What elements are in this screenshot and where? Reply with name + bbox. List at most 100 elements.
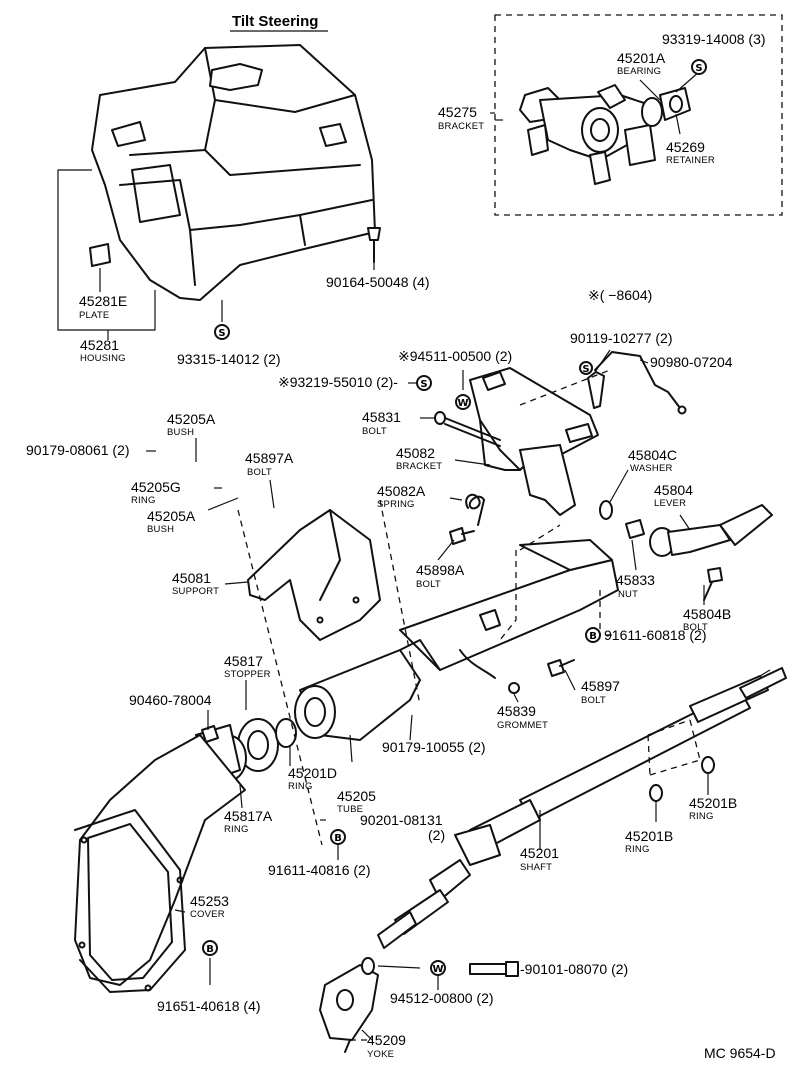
symbol-b-91651: B xyxy=(202,940,218,956)
label-45269-name: RETAINER xyxy=(666,155,715,166)
label-90460-num: 90460-78004 xyxy=(129,692,212,708)
label-45898a-name: BOLT xyxy=(416,579,441,590)
label-90179b-num: 90179-10055 (2) xyxy=(382,739,486,755)
svg-text:S: S xyxy=(420,379,427,390)
label-45833-num: 45833 xyxy=(616,572,655,588)
label-45205-name: TUBE xyxy=(337,804,363,815)
washer-45804c-drawing xyxy=(599,500,613,520)
label-45897-num: 45897 xyxy=(581,678,620,694)
label-45804b-num: 45804B xyxy=(683,606,731,622)
bracket-detail-box xyxy=(494,14,783,216)
svg-text:B: B xyxy=(206,944,214,955)
lever-drawing xyxy=(649,504,773,557)
nut-45833-drawing xyxy=(625,519,645,539)
label-45209-num: 45209 xyxy=(367,1032,406,1048)
symbol-s-90119: S xyxy=(579,361,593,375)
svg-text:B: B xyxy=(334,833,342,844)
circled-symbols: S S S W S B B B W xyxy=(202,59,707,976)
support-drawing xyxy=(247,509,381,641)
label-45281-num: 45281 xyxy=(80,337,119,353)
label-45281e-name: PLATE xyxy=(79,310,109,321)
label-45804-num: 45804 xyxy=(654,482,693,498)
label-90101-num: -90101-08070 (2) xyxy=(520,961,628,977)
label-45201-num: 45201 xyxy=(520,845,559,861)
label-45839-num: 45839 xyxy=(497,703,536,719)
label-45205g-name: RING xyxy=(131,495,156,506)
label-45839-name: GROMMET xyxy=(497,720,548,731)
label-45817a-name: RING xyxy=(224,824,249,835)
label-93315-num: 93315-14012 (2) xyxy=(177,351,281,367)
svg-text:S: S xyxy=(582,364,589,375)
symbol-b-91611-40816: B xyxy=(330,829,346,845)
label-45082-name: BRACKET xyxy=(396,461,442,472)
spring-drawing xyxy=(465,493,485,526)
svg-text:B: B xyxy=(589,631,597,642)
label-45201d-num: 45201D xyxy=(288,765,337,781)
label-45205a1-num: 45205A xyxy=(167,411,216,427)
svg-text:S: S xyxy=(695,63,702,74)
symbol-b-91611-60818: B xyxy=(585,627,601,643)
label-91651-num: 91651-40618 (4) xyxy=(157,998,261,1014)
screw-90164-drawing xyxy=(367,227,381,263)
label-45831-num: 45831 xyxy=(362,409,401,425)
label-90201-qty: (2) xyxy=(428,827,445,843)
shaft-drawing xyxy=(377,667,787,949)
label-45833-name: NUT xyxy=(618,589,638,600)
housing-drawing xyxy=(89,44,376,301)
label-45281e-num: 45281E xyxy=(79,293,127,309)
yoke-drawing xyxy=(319,957,379,1053)
label-45831-name: BOLT xyxy=(362,426,387,437)
part-labels: 45281E PLATE 45281 HOUSING 93315-14012 (… xyxy=(26,31,766,1060)
label-45081-num: 45081 xyxy=(172,570,211,586)
label-45201b2-name: RING xyxy=(625,844,650,855)
label-45209-name: YOKE xyxy=(367,1049,394,1060)
label-45253-num: 45253 xyxy=(190,893,229,909)
symbol-s-93315: S xyxy=(214,324,230,340)
assembly-dashed-lines xyxy=(237,369,701,1041)
label-94511-num: ※94511-00500 (2) xyxy=(398,348,512,364)
label-94512-num: 94512-00800 (2) xyxy=(390,990,494,1006)
label-91611b-num: 91611-40816 (2) xyxy=(268,862,370,878)
tilt-bracket-drawing xyxy=(469,351,687,516)
label-45897-name: BOLT xyxy=(581,695,606,706)
label-45898a-num: 45898A xyxy=(416,562,465,578)
label-90980-num: 90980-07204 xyxy=(650,354,733,370)
column-tube-drawing xyxy=(294,539,619,741)
label-45804c-name: WASHER xyxy=(630,463,673,474)
label-45804c-num: 45804C xyxy=(628,447,677,463)
label-45804b-name: BOLT xyxy=(683,622,708,633)
bolt-45804b-drawing xyxy=(703,567,723,601)
label-45201-name: SHAFT xyxy=(520,862,552,873)
label-45082-num: 45082 xyxy=(396,445,435,461)
label-45275-num: 45275 xyxy=(438,104,477,120)
label-45205a2-num: 45205A xyxy=(147,508,196,524)
label-45205a1-name: BUSH xyxy=(167,427,194,438)
label-45205a2-name: BUSH xyxy=(147,524,174,535)
bolt-45831-drawing xyxy=(434,411,501,447)
label-45281-name: HOUSING xyxy=(80,353,126,364)
label-45897a-num: 45897A xyxy=(245,450,294,466)
label-91611a-num: 91611-60818 (2) xyxy=(604,627,706,643)
label-45253-name: COVER xyxy=(190,909,225,920)
label-90164-num: 90164-50048 (4) xyxy=(326,274,430,290)
label-45201b1-num: 45201B xyxy=(689,795,737,811)
label-45205-num: 45205 xyxy=(337,788,376,804)
leader-lines xyxy=(146,112,709,1041)
label-45081-name: SUPPORT xyxy=(172,586,219,597)
label-45817a-num: 45817A xyxy=(224,808,273,824)
label-90179a-num: 90179-08061 (2) xyxy=(26,442,130,458)
drawing-code: MC 9654-D xyxy=(704,1045,776,1061)
label-45082a-num: 45082A xyxy=(377,483,426,499)
plate-drawing xyxy=(89,243,111,267)
label-45201d-name: RING xyxy=(288,781,313,792)
symbol-w-94511: W xyxy=(455,394,471,410)
label-90119-num: 90119-10277 (2) xyxy=(570,330,672,346)
label-93319-num: 93319-14008 (3) xyxy=(662,31,766,47)
label-45201a-num: 45201A xyxy=(617,50,666,66)
label-45201a-name: BEARING xyxy=(617,66,661,77)
label-45201b1-name: RING xyxy=(689,811,714,822)
label-45817-name: STOPPER xyxy=(224,669,271,680)
svg-text:W: W xyxy=(432,964,443,975)
svg-text:W: W xyxy=(457,398,468,409)
